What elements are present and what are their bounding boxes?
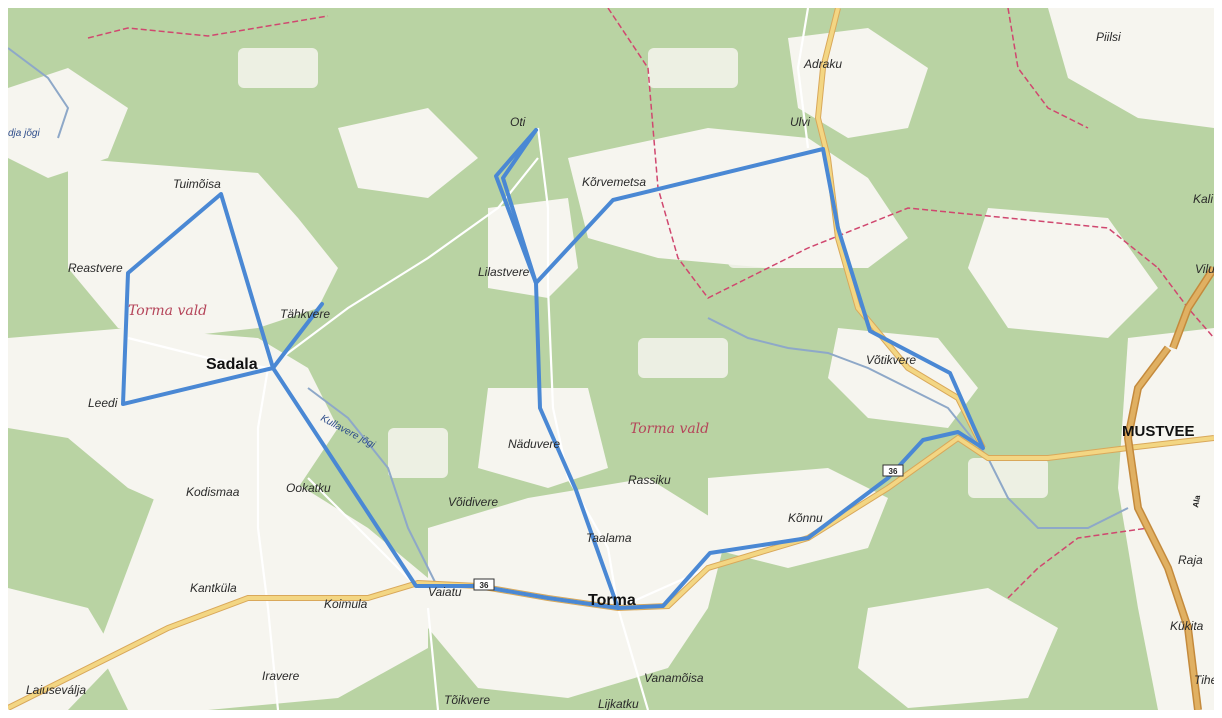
place-label-ookatku[interactable]: Ookatku: [286, 481, 331, 495]
route-path: [121, 128, 985, 610]
map-view[interactable]: 36 36 36 Torma vald Torma vald Sadala To…: [8, 8, 1214, 710]
place-label-ulvi[interactable]: Ulvi: [790, 115, 810, 129]
svg-text:36: 36: [889, 467, 898, 476]
place-label-raja[interactable]: Raja: [1178, 553, 1203, 567]
region-label-center: Torma vald: [630, 421, 709, 437]
place-label-oti[interactable]: Oti: [510, 115, 526, 129]
place-label-piilsi[interactable]: Piilsi: [1096, 30, 1121, 44]
town-label-mustvee[interactable]: MUSTVEE: [1122, 423, 1195, 440]
field-patches: [238, 48, 1048, 498]
town-label-torma[interactable]: Torma: [588, 592, 636, 609]
road-shield-36-a: 36: [473, 578, 495, 591]
place-label-rassiku[interactable]: Rassiku: [628, 473, 671, 487]
road-shield-36-b: 36: [882, 464, 904, 477]
place-label-reastvere[interactable]: Reastvere: [68, 261, 123, 275]
place-label-konnu[interactable]: Kõnnu: [788, 511, 823, 525]
place-label-votikvere[interactable]: Võtikvere: [866, 353, 916, 367]
place-label-lijkatku[interactable]: Lijkatku: [598, 697, 639, 710]
town-label-sadala[interactable]: Sadala: [206, 356, 258, 373]
place-label-korvemetsa[interactable]: Kõrvemetsa: [582, 175, 646, 189]
place-label-koimula[interactable]: Koimula: [324, 597, 368, 611]
place-label-lilastvere[interactable]: Lilastvere: [478, 265, 530, 279]
place-label-vanamoisa[interactable]: Vanamõisa: [644, 671, 704, 685]
place-label-voidivere[interactable]: Võidivere: [448, 495, 498, 509]
svg-text:36: 36: [480, 581, 489, 590]
rivers: [8, 47, 1129, 589]
place-label-toikvere[interactable]: Tõikvere: [444, 693, 490, 707]
place-label-tihe[interactable]: Tihe: [1194, 673, 1214, 687]
place-label-kodismaa[interactable]: Kodismaa: [186, 485, 240, 499]
place-label-kantkula[interactable]: Kantküla: [190, 581, 237, 595]
place-label-vilu[interactable]: Vilu: [1195, 262, 1214, 276]
map-canvas[interactable]: 36 36 36 Torma vald Torma vald Sadala To…: [8, 8, 1214, 710]
place-label-tuimoisa[interactable]: Tuimõisa: [173, 177, 221, 191]
place-label-leedi[interactable]: Leedi: [88, 396, 118, 410]
place-label-adraku[interactable]: Adraku: [803, 57, 842, 71]
place-label-tahkvere[interactable]: Tähkvere: [280, 307, 330, 321]
place-label-iravere[interactable]: Iravere: [262, 669, 300, 683]
region-label-west: Torma vald: [128, 303, 207, 319]
place-label-kali[interactable]: Kali: [1193, 192, 1213, 206]
place-label-laiusevalja[interactable]: Laiuseválja: [26, 683, 86, 697]
river-label-edja: dja jõgi: [8, 128, 40, 139]
place-labels: Oti Adraku Piilsi Ulvi Kõrvemetsa Tuimõi…: [26, 30, 1214, 710]
open-land: [8, 8, 1214, 710]
place-label-vaiatu[interactable]: Vaiatu: [428, 585, 462, 599]
highway-label: Ala: [1191, 494, 1202, 508]
place-label-taalama[interactable]: Taalama: [586, 531, 632, 545]
place-label-naduvere[interactable]: Näduvere: [508, 437, 560, 451]
place-label-kukita[interactable]: Kükita: [1170, 619, 1204, 633]
